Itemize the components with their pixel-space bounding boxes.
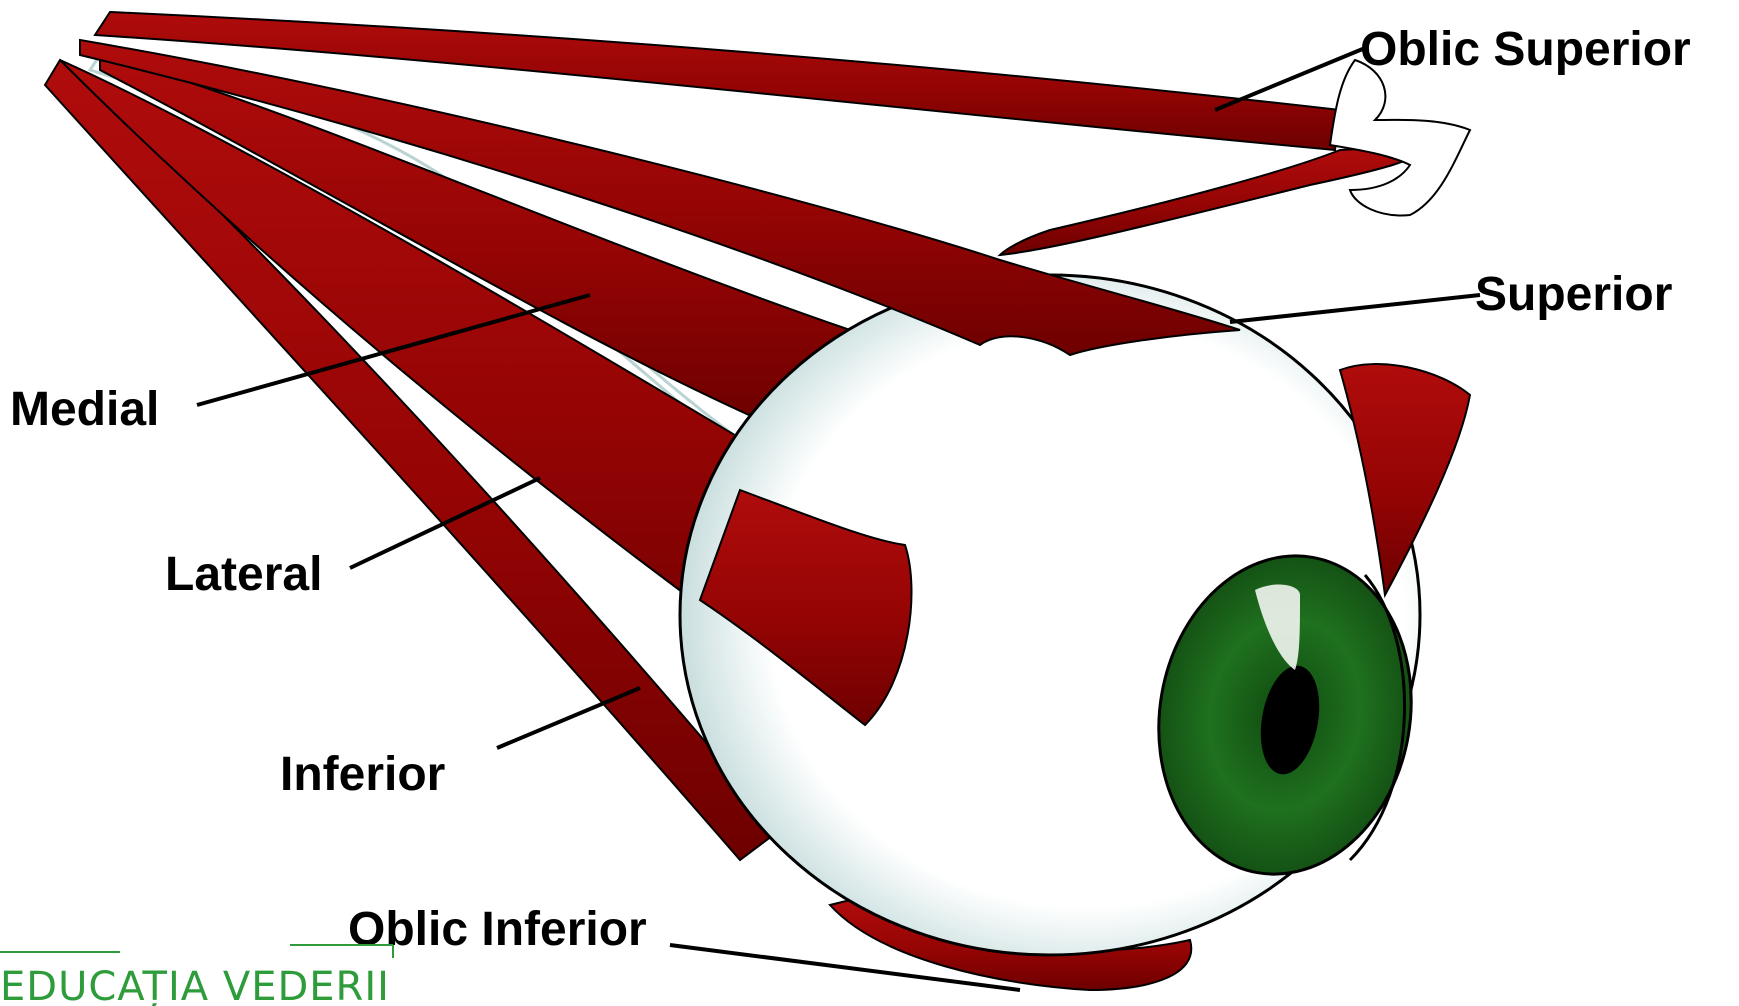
trochlea [1330,60,1470,215]
label-lateral: Lateral [165,548,322,601]
label-superior: Superior [1475,268,1672,321]
leader-superior [1230,295,1480,322]
brand-text: EDUCAȚIA VEDERII [0,964,390,1006]
label-inferior: Inferior [280,748,445,801]
label-superior-oblique: Oblic Superior [1360,23,1691,76]
eyeball [680,275,1436,955]
brand-logo: EDUCAȚIA VEDERII [0,945,393,1006]
label-medial: Medial [10,383,159,436]
